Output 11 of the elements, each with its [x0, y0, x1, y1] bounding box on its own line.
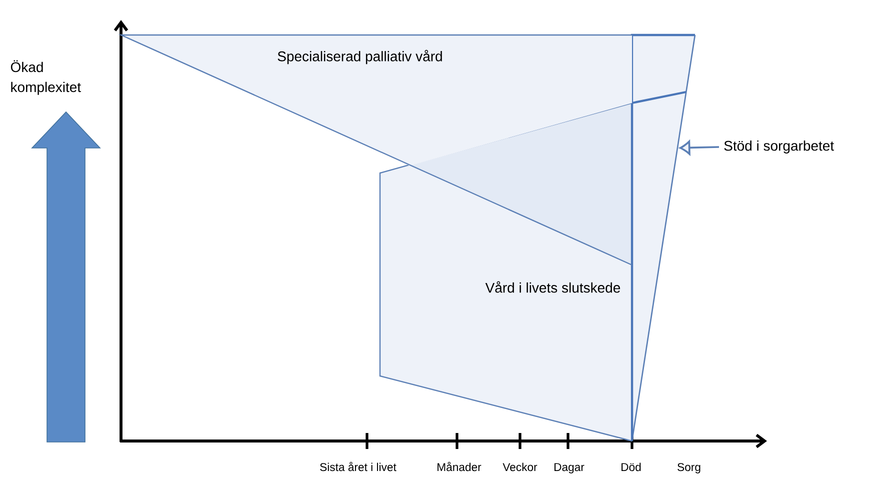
node-label: Vård i livets slutskede: [485, 281, 620, 293]
side-label: Stöd i sorgarbetet: [724, 140, 834, 154]
specialist-region: Specialiserad palliativ vård: [118, 34, 632, 266]
tick-label: Sorg: [678, 463, 700, 474]
tick-label: Sista året i livet: [320, 462, 396, 472]
tick-label: Dagar: [554, 463, 584, 474]
tick-label: Död: [622, 462, 641, 472]
tick-label: Veckor: [502, 462, 538, 472]
block-arrow: [679, 140, 720, 155]
tick-label: Månader: [438, 462, 482, 472]
axis-label: Ökad komplexitet: [10, 60, 81, 95]
